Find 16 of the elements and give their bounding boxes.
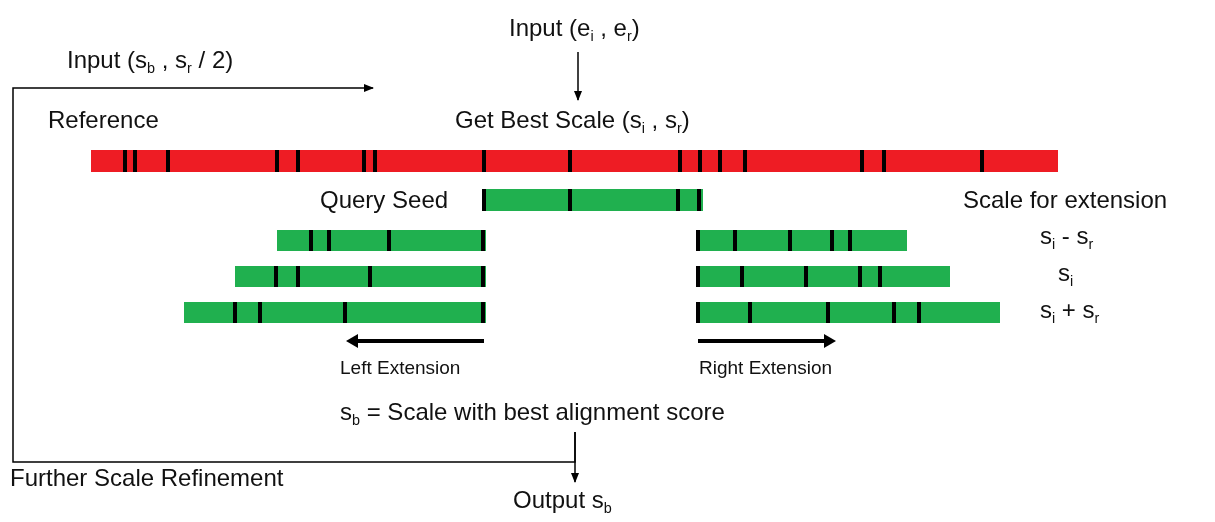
column-heading: Scale for extension: [963, 186, 1168, 214]
loop-label: Further Scale Refinement: [10, 464, 284, 492]
scale-label: s$_{i}$: [1058, 259, 1074, 287]
extension-label: Left Extension: [340, 357, 461, 379]
step-title: Get Best Scale (s$_{i}$ , s$_{r}$): [455, 106, 690, 134]
input-text: Input (e$_{i}$ , e$_{r}$): [509, 14, 640, 42]
output-text: Output s$_{b}$: [513, 486, 612, 514]
result-text: s$_{b}$ = Scale with best alignment score: [340, 398, 725, 426]
arrow: [12, 84, 576, 463]
scale-label: s$_{i}$ - s$_{r}$: [1040, 222, 1094, 250]
arrow: [574, 51, 582, 101]
edge-label: Input (s$_{b}$ , s$_{r}$ / 2): [67, 46, 234, 74]
bar-label: Query Seed: [320, 186, 449, 214]
extension-label: Right Extension: [699, 357, 833, 379]
scale-label: s$_{i}$ + s$_{r}$: [1040, 296, 1100, 324]
bar-label: Reference: [48, 106, 159, 134]
